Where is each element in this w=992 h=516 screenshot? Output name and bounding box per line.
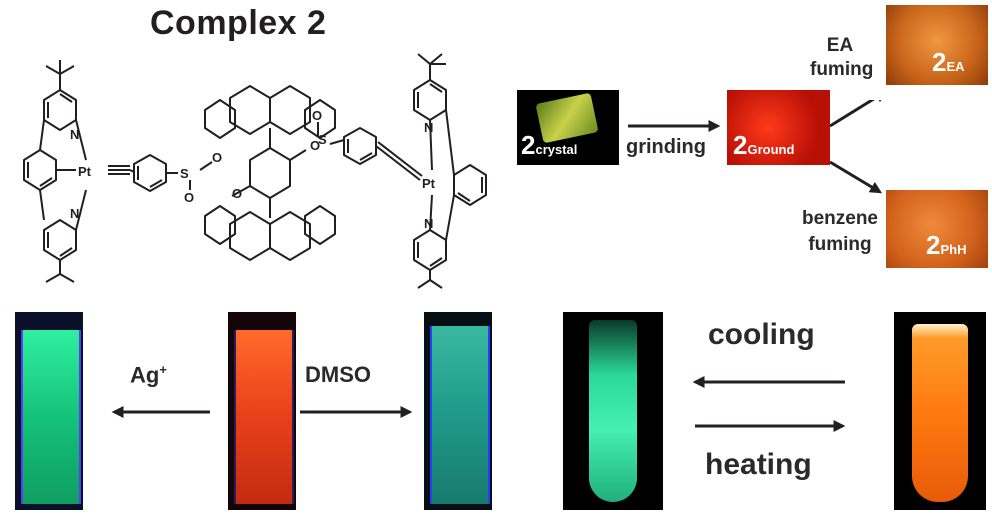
right-upper-nitrogen: N — [424, 120, 433, 135]
thermo-arrows — [692, 376, 846, 432]
left-upper-pyridine — [43, 89, 77, 131]
left-linker-benzene — [133, 154, 167, 192]
ea-fuming-label: EA fuming — [810, 35, 874, 80]
cuvette-teal-right — [424, 312, 492, 510]
phh-photo: 2PhH — [886, 190, 988, 268]
right-lower-nitrogen: N — [424, 216, 433, 231]
ea-sample-label: 2EA — [932, 47, 965, 77]
benzene-fuming-label: benzene fuming — [801, 208, 879, 255]
grinding-label: grinding — [626, 136, 706, 158]
center-core-ring — [249, 147, 291, 199]
left-lower-nitrogen: N — [70, 206, 79, 221]
ground-label: 2Ground — [733, 130, 795, 160]
right-ester-oxygen: O — [310, 138, 320, 153]
left-ester-oxygen: O — [232, 186, 242, 201]
phh-sample-label: 2PhH — [926, 230, 967, 260]
crystal-label: 2crystal — [521, 130, 578, 160]
green-gel-tube — [563, 312, 663, 510]
left-sulfur: S — [180, 166, 189, 181]
ag-label: Ag+ — [130, 362, 167, 388]
left-upper-nitrogen: N — [70, 127, 79, 142]
top-arrows — [628, 100, 888, 194]
cooling-label: cooling — [708, 318, 815, 351]
crystal-photo: 2crystal — [517, 90, 619, 165]
dmso-label: DMSO — [305, 362, 371, 387]
ea-photo: 2EA — [886, 5, 988, 85]
right-oxygen-1: O — [312, 108, 322, 123]
left-oxygen-2: O — [212, 150, 222, 165]
left-oxygen-1: O — [184, 190, 194, 205]
right-sulfur: S — [318, 132, 327, 147]
figure-title: Complex 2 — [150, 4, 327, 42]
right-platinum: Pt — [422, 176, 436, 191]
cuvette-red-center — [228, 312, 296, 510]
right-linker-benzene — [343, 127, 377, 165]
orange-solution-tube — [894, 312, 986, 510]
cuvette-green-left — [15, 312, 83, 510]
heating-label: heating — [705, 448, 812, 481]
ground-photo: 2Ground — [727, 90, 830, 165]
left-platinum: Pt — [78, 164, 92, 179]
bottom-left-arrows — [111, 406, 413, 418]
complex-structure-drawing: N Pt N S O O O O O S N Pt N — [23, 53, 487, 289]
benzene-arrow — [829, 160, 883, 194]
ea-arrow — [829, 100, 888, 128]
